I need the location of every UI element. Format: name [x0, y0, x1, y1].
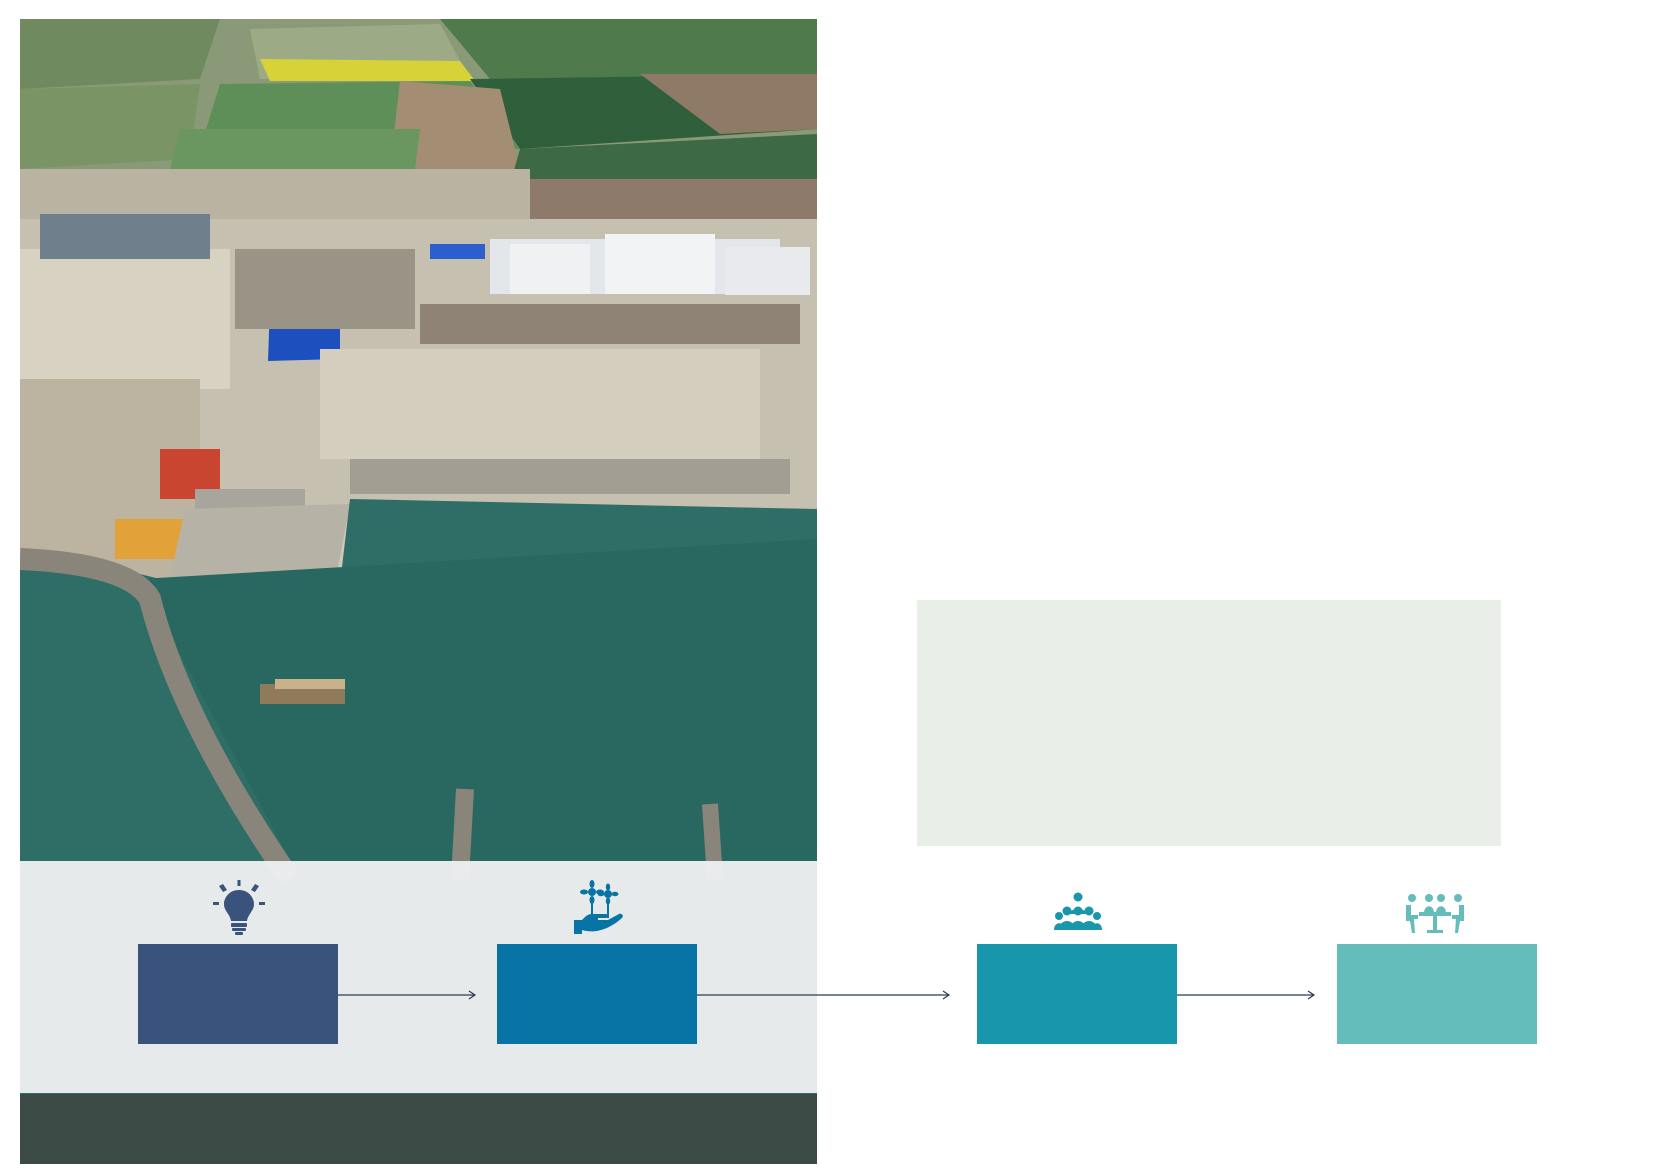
lightbulb-icon [213, 880, 265, 936]
step-4-label [1337, 944, 1537, 1044]
step-3-label [977, 944, 1177, 1044]
step-3-box [977, 944, 1177, 1044]
arrow-3 [1177, 985, 1317, 1005]
step-1-label [138, 944, 338, 1044]
arrow-2 [697, 985, 952, 1005]
step-2-box [497, 944, 697, 1044]
info-box [917, 600, 1501, 846]
step-2-label [497, 944, 697, 1044]
aerial-photo-drawing [20, 19, 817, 1164]
hand-flowers-icon [572, 880, 626, 936]
arrow-1 [338, 985, 478, 1005]
step-4-box [1337, 944, 1537, 1044]
aerial-photo [20, 19, 817, 1164]
step-1-box [138, 944, 338, 1044]
group-people-icon [1054, 892, 1102, 934]
meeting-table-icon [1403, 893, 1467, 935]
